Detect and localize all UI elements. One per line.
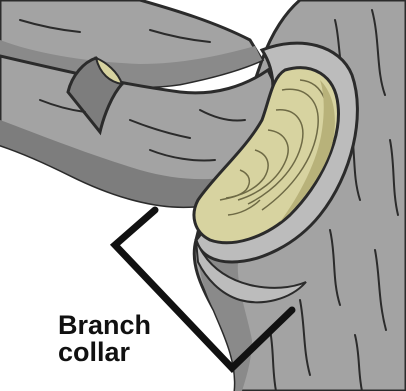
- branch-collar-label: Branch collar: [58, 312, 168, 366]
